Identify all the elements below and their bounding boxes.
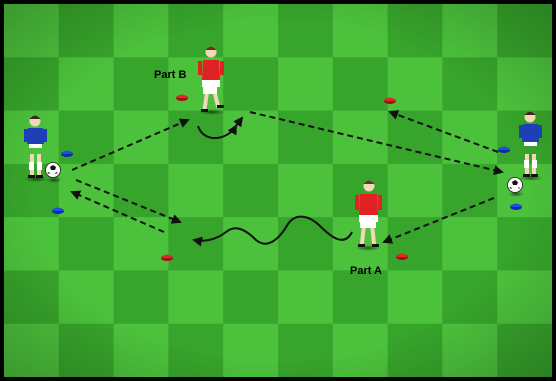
blue-player-left: [24, 115, 48, 182]
cone-red-top-left: [176, 94, 188, 101]
pass-arrows: [70, 110, 504, 244]
pass-arrow-left-to-b: [71, 118, 190, 171]
dribble-path-b: [197, 124, 237, 139]
dribble-arrowhead-b: [233, 116, 244, 128]
ball-left: [45, 162, 62, 183]
cones: [52, 94, 522, 261]
pitch-svg: Part B Part A: [4, 4, 552, 377]
dribble-path-a: [192, 215, 353, 247]
pass-arrow-cone-to-left: [70, 190, 165, 233]
red-player-part-b: [198, 46, 225, 115]
blue-player-right: [519, 111, 543, 181]
pitch: Part B Part A: [4, 4, 552, 377]
pass-arrow-left-to-cone: [75, 179, 182, 224]
pitch-vignette: [4, 4, 552, 377]
cone-red-bottom-right: [396, 253, 408, 260]
label-part-b: Part B: [154, 69, 186, 81]
red-player-part-a: [355, 180, 382, 251]
cone-blue-right-top: [498, 146, 510, 153]
pass-arrow-right-to-cone: [388, 110, 499, 153]
label-part-a: Part A: [350, 265, 382, 277]
cone-blue-left-top: [61, 150, 73, 157]
cone-blue-left-bottom: [52, 207, 64, 214]
cone-blue-right-bottom: [510, 203, 522, 210]
pass-arrow-b-to-right: [249, 111, 504, 176]
dribble-paths: [192, 116, 353, 247]
cone-red-top-right: [384, 97, 396, 104]
ball-right: [507, 177, 524, 197]
cone-red-bottom-left: [161, 254, 173, 261]
